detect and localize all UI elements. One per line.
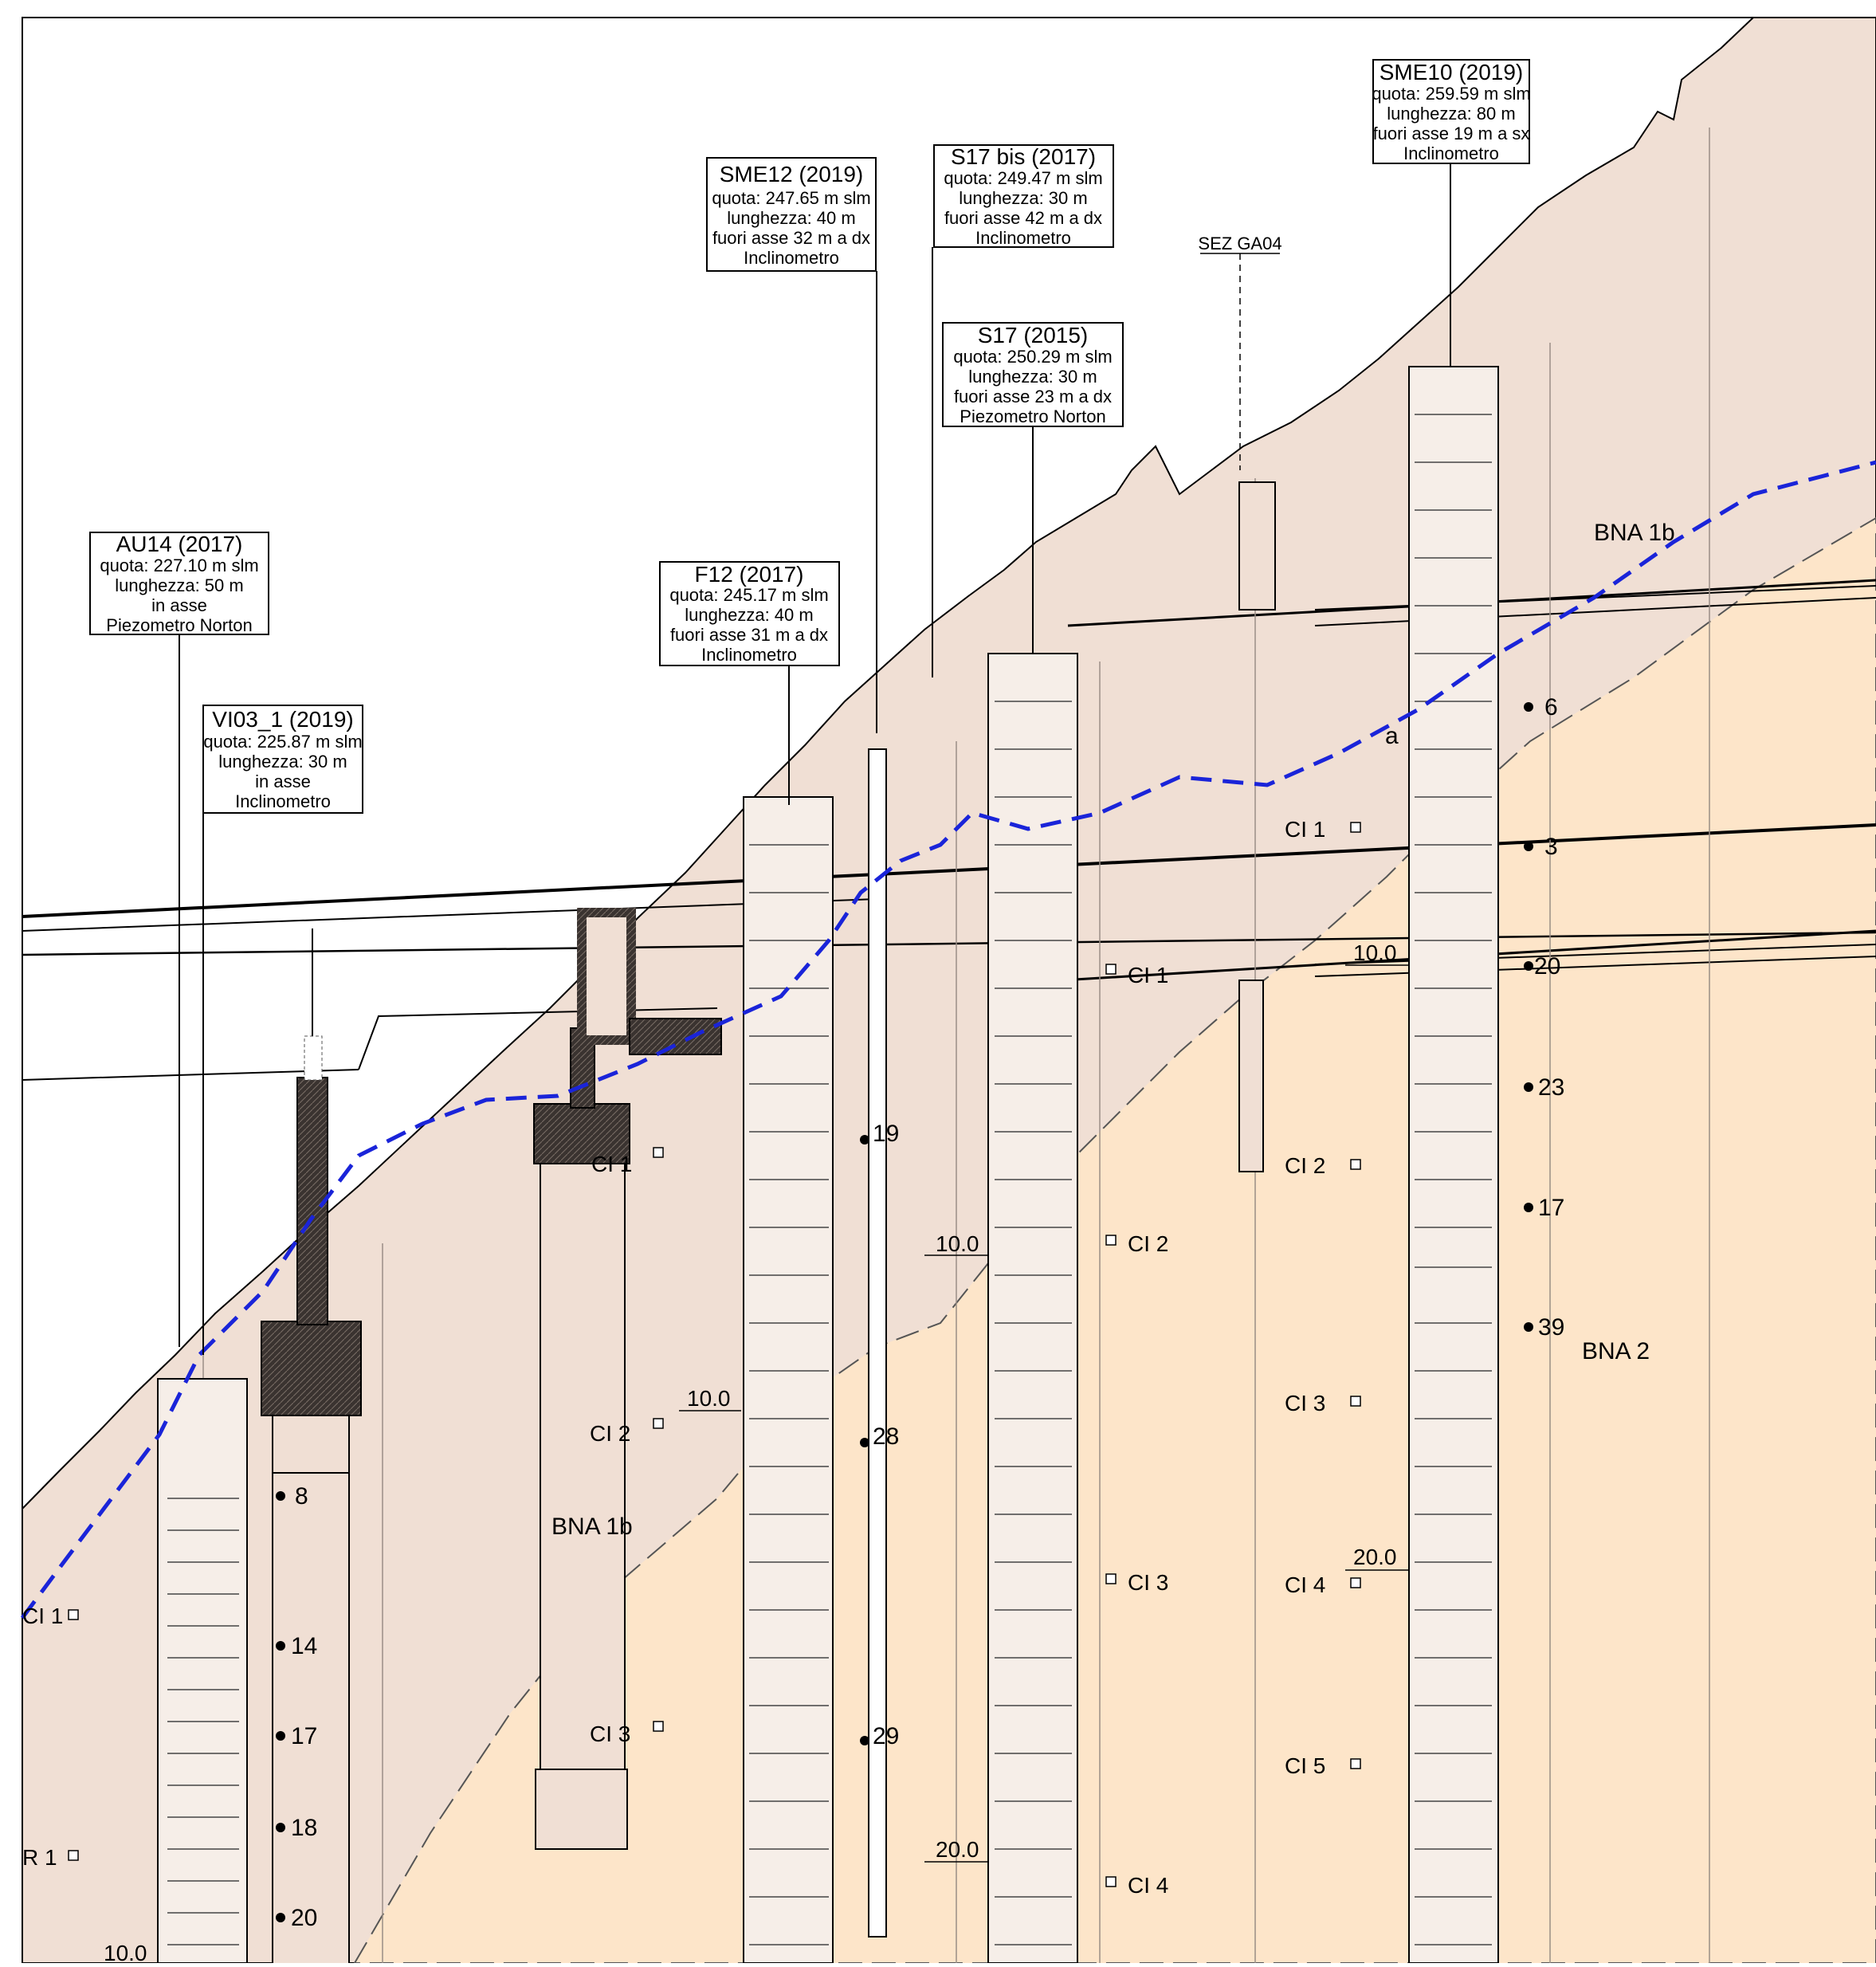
f12-line-1: quota: 245.17 m slm [669, 585, 828, 605]
au14-title: AU14 (2017) [116, 532, 243, 556]
sme10-sample-3: CI 3 [1285, 1391, 1325, 1415]
sme12-line-4: Inclinometro [744, 248, 839, 268]
vi03-line-1: quota: 225.87 m slm [203, 732, 362, 752]
au14-line-4: Piezometro Norton [106, 615, 252, 635]
s17-sample-1: CI 1 [1128, 963, 1168, 987]
unit-bna1b-left: BNA 1b [551, 1514, 633, 1540]
s17-depth-10: 10.0 [936, 1231, 979, 1256]
f12-sample-3: CI 3 [590, 1722, 630, 1746]
sme10-line-4: Inclinometro [1403, 143, 1499, 163]
vi03-line-4: Inclinometro [235, 791, 331, 811]
sme10-spt-4: 23 [1538, 1074, 1564, 1101]
s17-line-3: fuori asse 23 m a dx [954, 387, 1112, 406]
sme10-spt-3: 20 [1534, 953, 1560, 980]
au14-sample-2: R 1 [22, 1845, 57, 1870]
sme10-depth-20: 20.0 [1353, 1545, 1397, 1569]
label-au14: AU14 (2017) quota: 227.10 m slm lunghezz… [89, 532, 269, 1347]
sme12-line-2: lunghezza: 40 m [727, 208, 855, 228]
section-ref: SEZ GA04 [1198, 234, 1282, 470]
sme12-line-3: fuori asse 32 m a dx [712, 228, 870, 248]
au14-line-2: lunghezza: 50 m [115, 575, 243, 595]
au14-sample-1: CI 1 [22, 1604, 63, 1628]
s17-line-1: quota: 250.29 m slm [953, 347, 1112, 367]
f12-sample-1: CI 1 [591, 1152, 632, 1176]
vi03-line-3: in asse [255, 771, 311, 791]
sme12-spt-2: 28 [873, 1423, 899, 1450]
vi03-line-2: lunghezza: 30 m [218, 752, 347, 771]
sme10-spt-1: 6 [1544, 694, 1558, 720]
s17-line-4: Piezometro Norton [960, 406, 1105, 426]
s17-sample-3: CI 3 [1128, 1570, 1168, 1595]
s17bis-title: S17 bis (2017) [951, 144, 1096, 169]
sme10-sample-1: CI 1 [1285, 817, 1325, 842]
unit-bna2: BNA 2 [1582, 1338, 1650, 1364]
sme10-line-3: fuori asse 19 m a sx [1373, 124, 1530, 143]
s17-title: S17 (2015) [978, 323, 1089, 347]
unit-labels: BNA 1b BNA 1b BNA 2 a [551, 520, 1675, 1540]
borehole-columns [157, 366, 1499, 1964]
unit-a: a [1385, 723, 1399, 749]
s17-sample-2: CI 2 [1128, 1231, 1168, 1256]
label-s17bis: S17 bis (2017) quota: 249.47 m slm lungh… [932, 144, 1114, 677]
label-sme10: SME10 (2019) quota: 259.59 m slm lunghez… [1372, 59, 1531, 367]
s17-depth-20: 20.0 [936, 1837, 979, 1862]
s17bis-line-3: fuori asse 42 m a dx [944, 208, 1102, 228]
sme12-title: SME12 (2019) [720, 162, 864, 186]
f12-line-2: lunghezza: 40 m [685, 605, 813, 625]
vi03-title: VI03_1 (2019) [212, 707, 353, 732]
vi03-spt-2: 14 [291, 1633, 317, 1659]
label-sme12: SME12 (2019) quota: 247.65 m slm lunghez… [706, 157, 877, 733]
s17-sample-4: CI 4 [1128, 1873, 1168, 1898]
f12-title: F12 (2017) [695, 562, 804, 587]
label-s17: S17 (2015) quota: 250.29 m slm lunghezza… [942, 322, 1124, 654]
sme12-line-1: quota: 247.65 m slm [712, 188, 870, 208]
unit-bna1b-top: BNA 1b [1594, 520, 1675, 546]
water-table-line [20, 460, 1876, 1620]
section-ref-label: SEZ GA04 [1198, 234, 1281, 253]
s17-line-2: lunghezza: 30 m [968, 367, 1097, 387]
sme10-spt-2: 3 [1544, 834, 1558, 860]
sme10-spt-6: 39 [1538, 1314, 1564, 1341]
au14-line-3: in asse [151, 595, 207, 615]
s17bis-line-1: quota: 249.47 m slm [944, 168, 1102, 188]
f12-line-4: Inclinometro [701, 645, 797, 665]
sme12-spt-1: 19 [873, 1121, 899, 1147]
f12-sample-2: CI 2 [590, 1421, 630, 1446]
au14-depth-10: 10.0 [104, 1941, 147, 1963]
au14-line-1: quota: 227.10 m slm [100, 556, 258, 575]
label-f12: F12 (2017) quota: 245.17 m slm lunghezza… [659, 561, 840, 805]
vi03-spt-5: 20 [291, 1905, 317, 1931]
sme10-depth-10: 10.0 [1353, 940, 1397, 965]
spt-values: 8 14 17 18 20 19 28 29 6 3 20 23 17 39 [276, 694, 1564, 1931]
sme10-line-2: lunghezza: 80 m [1387, 104, 1515, 124]
f12-line-3: fuori asse 31 m a dx [670, 625, 828, 645]
depth-marks: 10.0 10.0 20.0 10.0 20.0 10.0 [104, 940, 1409, 1965]
borehole-labels: AU14 (2017) quota: 227.10 m slm lunghezz… [89, 59, 1531, 1355]
sme10-sample-5: CI 5 [1285, 1753, 1325, 1778]
vi03-spt-1: 8 [295, 1483, 308, 1510]
sme10-spt-5: 17 [1538, 1195, 1564, 1221]
s17bis-line-4: Inclinometro [975, 228, 1071, 248]
sme10-title: SME10 (2019) [1380, 60, 1524, 84]
tunnel-structures [261, 908, 722, 1966]
sme10-sample-2: CI 2 [1285, 1153, 1325, 1178]
s17bis-line-2: lunghezza: 30 m [959, 188, 1087, 208]
sme10-sample-4: CI 4 [1285, 1572, 1325, 1597]
sme10-line-1: quota: 259.59 m slm [1372, 84, 1530, 104]
sample-labels: CI 1 R 1 CI 1 CI 2 CI 3 CI 1 CI 2 CI 3 C… [22, 817, 1361, 1898]
sme12-spt-3: 29 [873, 1723, 899, 1749]
f12-depth-10: 10.0 [687, 1386, 731, 1411]
label-vi03: VI03_1 (2019) quota: 225.87 m slm lunghe… [202, 705, 363, 1355]
vi03-spt-3: 17 [291, 1723, 317, 1749]
vi03-spt-4: 18 [291, 1815, 317, 1841]
